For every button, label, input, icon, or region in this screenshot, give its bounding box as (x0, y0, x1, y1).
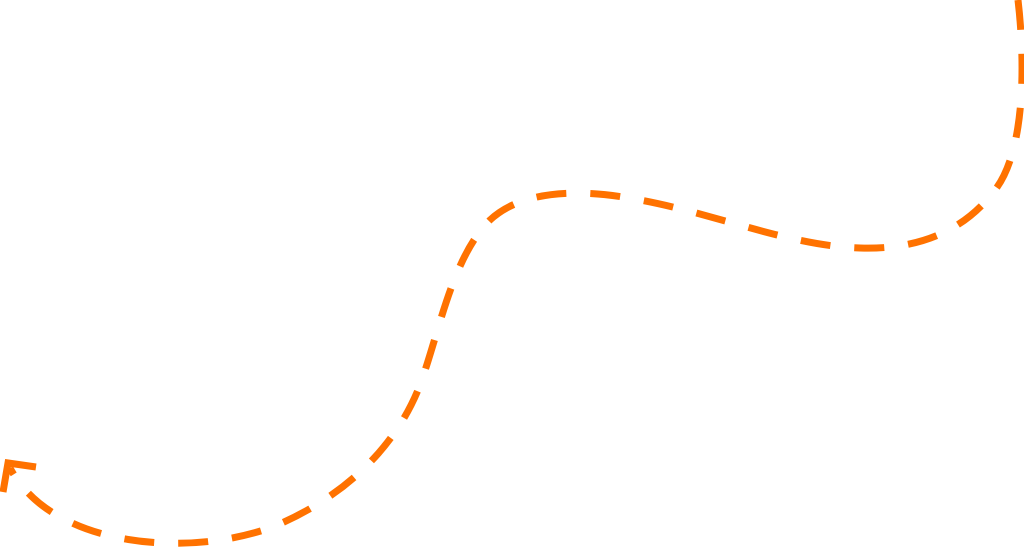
dashed-curve-path (6, 0, 1024, 547)
arrowhead-icon (0, 459, 37, 493)
